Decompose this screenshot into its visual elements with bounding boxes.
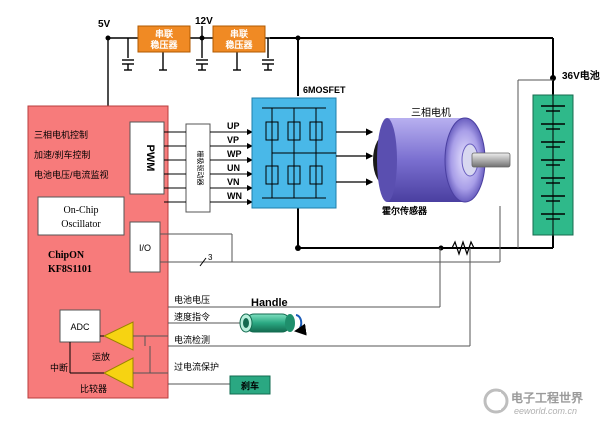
chip-name-line1: ChipON (48, 250, 85, 261)
mcu-feature-1: 三相电机控制 (34, 129, 88, 140)
phase-un-label: UN (227, 163, 240, 173)
comparator-label: 比较器 (80, 383, 107, 394)
pwm-label: PWM (144, 145, 156, 172)
mosfet-label: 6MOSFET (303, 85, 346, 95)
junction-dots (105, 35, 556, 251)
watermark-logo (483, 388, 509, 414)
signal-battery-voltage-label: 电池电压 (174, 294, 210, 305)
motor-graphic (373, 117, 511, 203)
signal-speed-command-label: 速度指令 (174, 311, 210, 322)
interrupt-label: 中断 (50, 362, 68, 373)
mcu-feature-3: 电池电压/电流监视 (34, 169, 109, 180)
battery-36v-label: 36V电池 (562, 69, 600, 82)
io-label: I/O (139, 243, 151, 253)
regulator-1-line1: 串联 (155, 28, 174, 39)
driver-to-mosfet-lines (210, 129, 253, 205)
signal-overcurrent-label: 过电流保护 (174, 361, 219, 372)
shunt-resistor (451, 240, 475, 256)
regulator-2: 串联 稳压器 (212, 25, 266, 53)
pwm-block: PWM (129, 121, 165, 195)
sense-wiring (133, 79, 553, 385)
chip-name-line2: KF8S1101 (48, 264, 92, 275)
io-bus-width-label: 3 (208, 253, 213, 262)
motor-label: 三相电机 (411, 106, 451, 119)
watermark-cn: 电子工程世界 (511, 390, 583, 405)
battery-cells (541, 105, 565, 220)
brake-label: 刹车 (241, 380, 259, 391)
phase-vp-label: VP (227, 135, 239, 145)
mosfet-bridge-symbols (262, 107, 336, 199)
regulator-2-line2: 稳压器 (225, 39, 253, 50)
adc-block: ADC (59, 309, 101, 343)
regulator-2-line1: 串联 (230, 28, 249, 39)
handle-graphic (239, 313, 307, 336)
watermark-en: eeworld.com.cn (514, 406, 577, 416)
signal-current-detect-label: 电流检测 (174, 334, 210, 345)
regulator-wiring (107, 26, 272, 106)
io-block: I/O (129, 221, 161, 273)
rail-5v-label: 5V (98, 19, 111, 30)
capacitors (122, 59, 274, 71)
regulator-1-line2: 稳压器 (150, 39, 178, 50)
handle-label: Handle (251, 297, 288, 309)
mosfet-to-motor-lines (336, 128, 374, 186)
mcu-feature-2: 加速/刹车控制 (34, 149, 91, 160)
gate-driver-block: 栅极驱动器 (185, 123, 211, 213)
phase-wp-label: WP (227, 149, 242, 159)
pwm-to-driver-lines (164, 131, 186, 203)
amp-wiring (69, 335, 104, 374)
opamp-label: 运放 (92, 351, 110, 362)
brake-block: 刹车 (229, 375, 271, 395)
phase-up-label: UP (227, 121, 240, 131)
oscillator-line2: Oscillator (61, 219, 101, 230)
adc-label: ADC (70, 322, 90, 332)
phase-vn-label: VN (227, 177, 240, 187)
regulator-1: 串联 稳压器 (137, 25, 191, 53)
oscillator-block: On-Chip Oscillator (37, 196, 125, 236)
rail-12v-label: 12V (195, 16, 213, 27)
power-rails (270, 37, 554, 249)
gate-driver-label: 栅极驱动器 (196, 151, 205, 186)
oscillator-line1: On-Chip (64, 205, 99, 216)
phase-wn-label: WN (227, 191, 242, 201)
hall-sensor-label: 霍尔传感器 (382, 205, 428, 216)
io-bus-slash (199, 257, 207, 267)
